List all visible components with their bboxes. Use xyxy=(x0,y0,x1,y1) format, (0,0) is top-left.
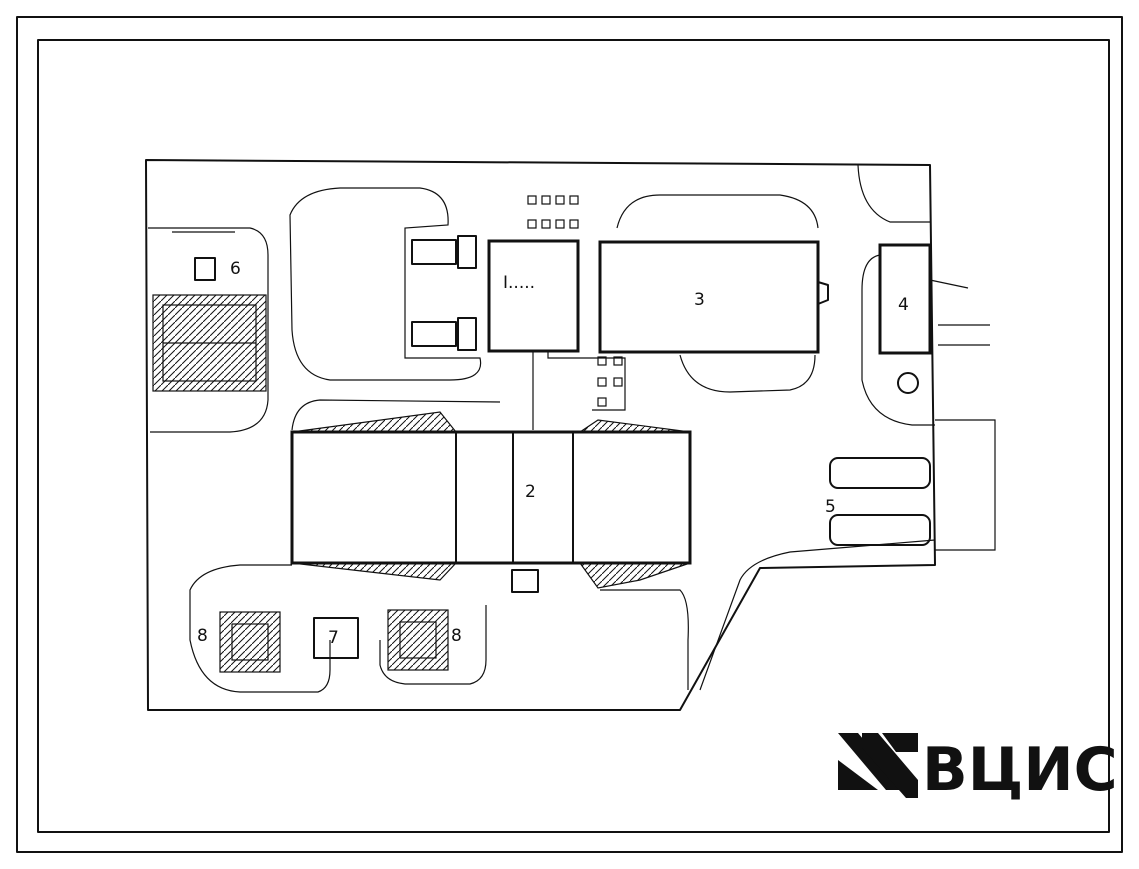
label-6: 6 xyxy=(230,259,241,279)
building-7 xyxy=(313,617,359,659)
road-east-drive xyxy=(861,254,935,426)
label-3: 3 xyxy=(694,290,705,310)
road-south-loop xyxy=(291,399,501,431)
road-south-mid xyxy=(379,605,487,685)
main-building-2 xyxy=(290,430,692,565)
vtsis-logo: ВЦИС xyxy=(838,733,1118,805)
building-4 xyxy=(878,243,932,355)
label-8-right: 8 xyxy=(451,626,462,646)
utility-link xyxy=(532,352,626,430)
road-loop-north xyxy=(289,187,482,381)
building-3 xyxy=(598,240,820,354)
outer-frame xyxy=(16,16,1123,853)
label-4: 4 xyxy=(898,295,909,315)
road-east-outer xyxy=(699,539,936,691)
admin-building-1 xyxy=(487,239,580,353)
label-2: 2 xyxy=(525,482,536,502)
road-loop-north-3 xyxy=(616,194,819,229)
admin-equipment-bottom xyxy=(411,321,457,347)
main-building-2-annex xyxy=(511,569,539,593)
admin-equipment-top xyxy=(411,239,457,265)
main-building-2-north-slope xyxy=(291,411,458,433)
road-loop-south-3 xyxy=(679,354,816,393)
site-boundary xyxy=(145,159,936,711)
building-8-right xyxy=(387,609,449,671)
building-5-south xyxy=(829,514,931,546)
label-8-left: 8 xyxy=(197,626,208,646)
road-northeast xyxy=(857,164,930,223)
logo-text: ВЦИС xyxy=(922,735,1118,805)
building-6-shed xyxy=(194,257,216,281)
admin-parking-grid xyxy=(527,195,579,229)
road-east-curve xyxy=(600,589,689,690)
inner-frame xyxy=(37,39,1110,833)
logo-emblem-icon xyxy=(838,733,918,798)
label-7: 7 xyxy=(328,628,339,648)
building-8-left xyxy=(219,611,281,673)
building-4-tank xyxy=(897,372,919,394)
main-building-2-south-slope xyxy=(291,562,458,581)
road-southwest xyxy=(189,564,331,693)
label-5: 5 xyxy=(825,497,836,517)
building-5-north xyxy=(829,457,931,489)
label-roman-one: I..... xyxy=(503,273,535,293)
utility-grid xyxy=(597,356,623,407)
road-left-zone xyxy=(148,227,269,433)
